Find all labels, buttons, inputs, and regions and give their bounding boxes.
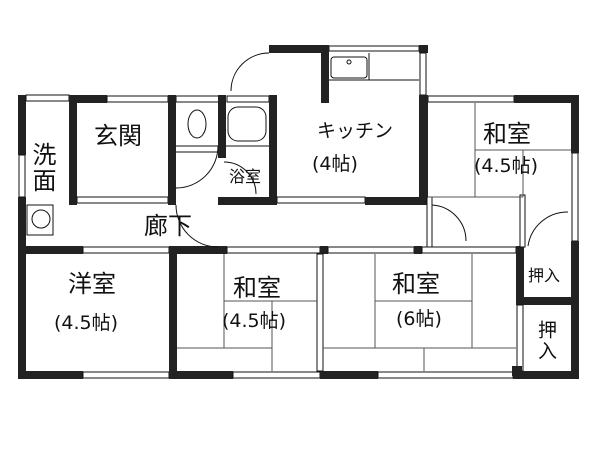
door-swing bbox=[230, 52, 270, 92]
wall bbox=[18, 95, 26, 155]
room-label-washitsu-6: 和室 bbox=[392, 270, 440, 298]
room-size-youshitsu: (4.5帖) bbox=[54, 312, 119, 334]
room-label-senmen: 洗面 bbox=[28, 142, 56, 194]
toilet bbox=[187, 109, 207, 139]
window bbox=[18, 154, 26, 198]
room-label-washitsu-center: 和室 bbox=[233, 274, 281, 302]
room-size-washitsu-center: (4.5帖) bbox=[222, 310, 287, 332]
room-label-yokushitsu: 浴室 bbox=[229, 167, 262, 186]
kitchen-sink bbox=[330, 56, 368, 79]
room-size-washitsu-ne: (4.5帖) bbox=[474, 155, 539, 177]
room-label-genkan: 玄関 bbox=[94, 122, 142, 150]
room-label-washitsu-ne: 和室 bbox=[483, 120, 531, 148]
room-label-youshitsu: 洋室 bbox=[68, 270, 116, 298]
room-label-rouka: 廊下 bbox=[144, 212, 192, 240]
room-size-kitchen: (4帖) bbox=[312, 153, 358, 175]
room-size-washitsu-6: (6帖) bbox=[396, 308, 442, 330]
wall bbox=[18, 197, 26, 379]
room-label-oshiire-lower: 押入 bbox=[535, 320, 557, 362]
room-label-oshiire-upper: 押入 bbox=[528, 266, 561, 285]
room-label-kitchen: キッチン bbox=[317, 120, 394, 142]
bathtub bbox=[227, 106, 267, 142]
washbasin bbox=[26, 204, 54, 236]
